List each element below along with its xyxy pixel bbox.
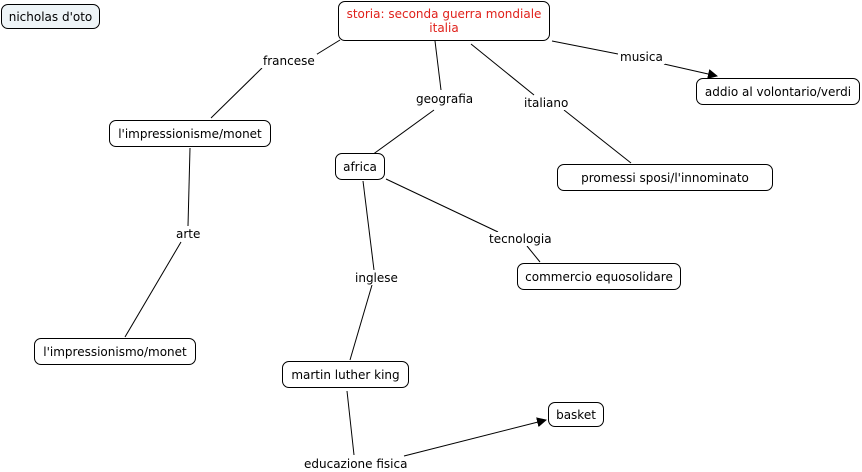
concept-commercio[interactable]: commercio equosolidare bbox=[517, 263, 681, 290]
link-francese-impressionisme bbox=[210, 67, 263, 119]
link-geografia-africa bbox=[371, 109, 435, 156]
link-label-musica: musica bbox=[618, 50, 665, 64]
concept-impressionismo-label: l'impressionismo/monet bbox=[43, 344, 187, 359]
link-impressionisme-arte bbox=[187, 147, 191, 227]
root-title-line1: storia: seconda guerra mondiale bbox=[346, 7, 542, 21]
concept-impressionismo[interactable]: l'impressionismo/monet bbox=[34, 338, 196, 365]
link-inglese-martin bbox=[349, 284, 373, 361]
link-italiano-promessi bbox=[563, 109, 632, 164]
link-label-arte: arte bbox=[174, 227, 203, 241]
concept-promessi-sposi[interactable]: promessi sposi/l'innominato bbox=[557, 164, 773, 191]
link-tecnologia-commercio bbox=[526, 245, 541, 263]
link-label-italiano: italiano bbox=[522, 96, 571, 110]
concept-africa[interactable]: africa bbox=[335, 153, 385, 180]
concept-basket-label: basket bbox=[556, 407, 596, 422]
concept-basket[interactable]: basket bbox=[548, 402, 604, 427]
link-africa-tecnologia bbox=[385, 178, 499, 233]
link-label-educazione-fisica: educazione fisica bbox=[302, 457, 410, 471]
link-label-geografia: geografia bbox=[414, 92, 476, 106]
root-title-line2: italia bbox=[429, 21, 459, 35]
concept-impressionisme-label: l'impressionisme/monet bbox=[118, 126, 262, 141]
author-node[interactable]: nicholas d'oto bbox=[1, 4, 100, 29]
link-root-italiano bbox=[470, 43, 535, 96]
link-label-tecnologia: tecnologia bbox=[487, 232, 554, 246]
link-root-francese bbox=[313, 39, 341, 57]
concept-africa-label: africa bbox=[343, 159, 377, 174]
root-concept-node[interactable]: storia: seconda guerra mondiale italia bbox=[338, 1, 550, 41]
link-arte-impressionismo bbox=[124, 241, 182, 338]
link-root-musica bbox=[551, 40, 619, 55]
concept-promessi-label: promessi sposi/l'innominato bbox=[581, 170, 749, 185]
author-label: nicholas d'oto bbox=[8, 9, 93, 24]
link-musica-addio bbox=[663, 63, 718, 79]
concept-martin-luther-king[interactable]: martin luther king bbox=[282, 361, 409, 388]
link-root-geografia bbox=[434, 40, 442, 91]
concept-addio-volontario[interactable]: addio al volontario/verdi bbox=[696, 78, 860, 105]
concept-addio-label: addio al volontario/verdi bbox=[704, 84, 852, 99]
link-label-francese: francese bbox=[261, 54, 317, 68]
link-educazione-basket bbox=[403, 417, 547, 457]
link-label-inglese: inglese bbox=[353, 271, 400, 285]
link-martin-educazione bbox=[346, 390, 355, 456]
concept-impressionisme[interactable]: l'impressionisme/monet bbox=[109, 120, 271, 147]
link-africa-inglese bbox=[362, 180, 375, 271]
concept-martin-label: martin luther king bbox=[291, 367, 400, 382]
concept-commercio-label: commercio equosolidare bbox=[525, 269, 673, 284]
